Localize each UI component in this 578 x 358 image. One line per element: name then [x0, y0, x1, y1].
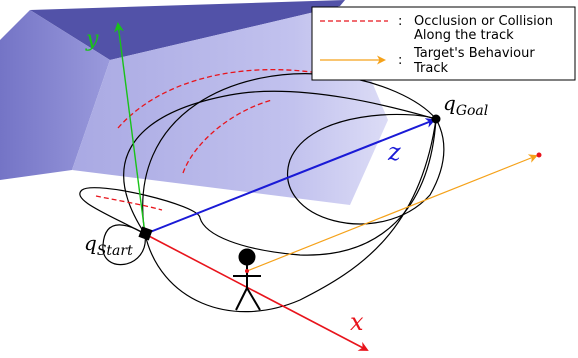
path-upper-arc: [142, 73, 437, 235]
robot-path: [79, 73, 445, 313]
x-axis-arrow: [144, 233, 369, 351]
z-axis-label: z: [387, 138, 401, 166]
legend-occlusion-line-2: Along the track: [414, 28, 514, 43]
legend-track-line-1: Target's Behaviour: [413, 46, 535, 61]
goal-label: qGoal: [443, 91, 488, 119]
x-axis-label: x: [350, 308, 364, 336]
wall-front-face: [72, 6, 388, 205]
path-lower-loop: [144, 118, 437, 313]
z-axis-arrow: [144, 118, 436, 235]
occlusion-arc-low: [95, 195, 163, 211]
path-inner-loop: [287, 113, 445, 225]
legend: : Occlusion or Collision Along the track…: [311, 6, 576, 81]
path-left-loop: [79, 118, 437, 256]
target-start-dot: [245, 269, 249, 273]
occlusion-arc-mid: [182, 99, 273, 174]
legend-track-colon: :: [398, 53, 402, 68]
legend-track-line-2: Track: [413, 61, 448, 76]
goal-marker: [431, 114, 441, 124]
legend-box: [311, 6, 576, 81]
legend-occlusion-line-1: Occlusion or Collision: [414, 14, 553, 29]
legend-occlusion-colon: :: [398, 14, 402, 29]
start-label: qStart: [84, 231, 133, 259]
occlusion-arc-top: [117, 69, 326, 129]
y-axis-label: y: [85, 27, 99, 52]
target-track-arrow: [246, 154, 538, 272]
wall-top-face: [30, 0, 345, 60]
path-big-loop: [123, 90, 437, 235]
obstacle-wall: [0, 0, 388, 205]
occlusion-segments: [95, 69, 326, 211]
start-marker: [138, 226, 153, 241]
person-target-icon: [233, 248, 261, 311]
wall-side-face: [0, 10, 110, 180]
y-axis-arrow: [114, 22, 146, 235]
target-track-end-dot: [536, 152, 542, 158]
path-start-loop: [102, 224, 146, 266]
